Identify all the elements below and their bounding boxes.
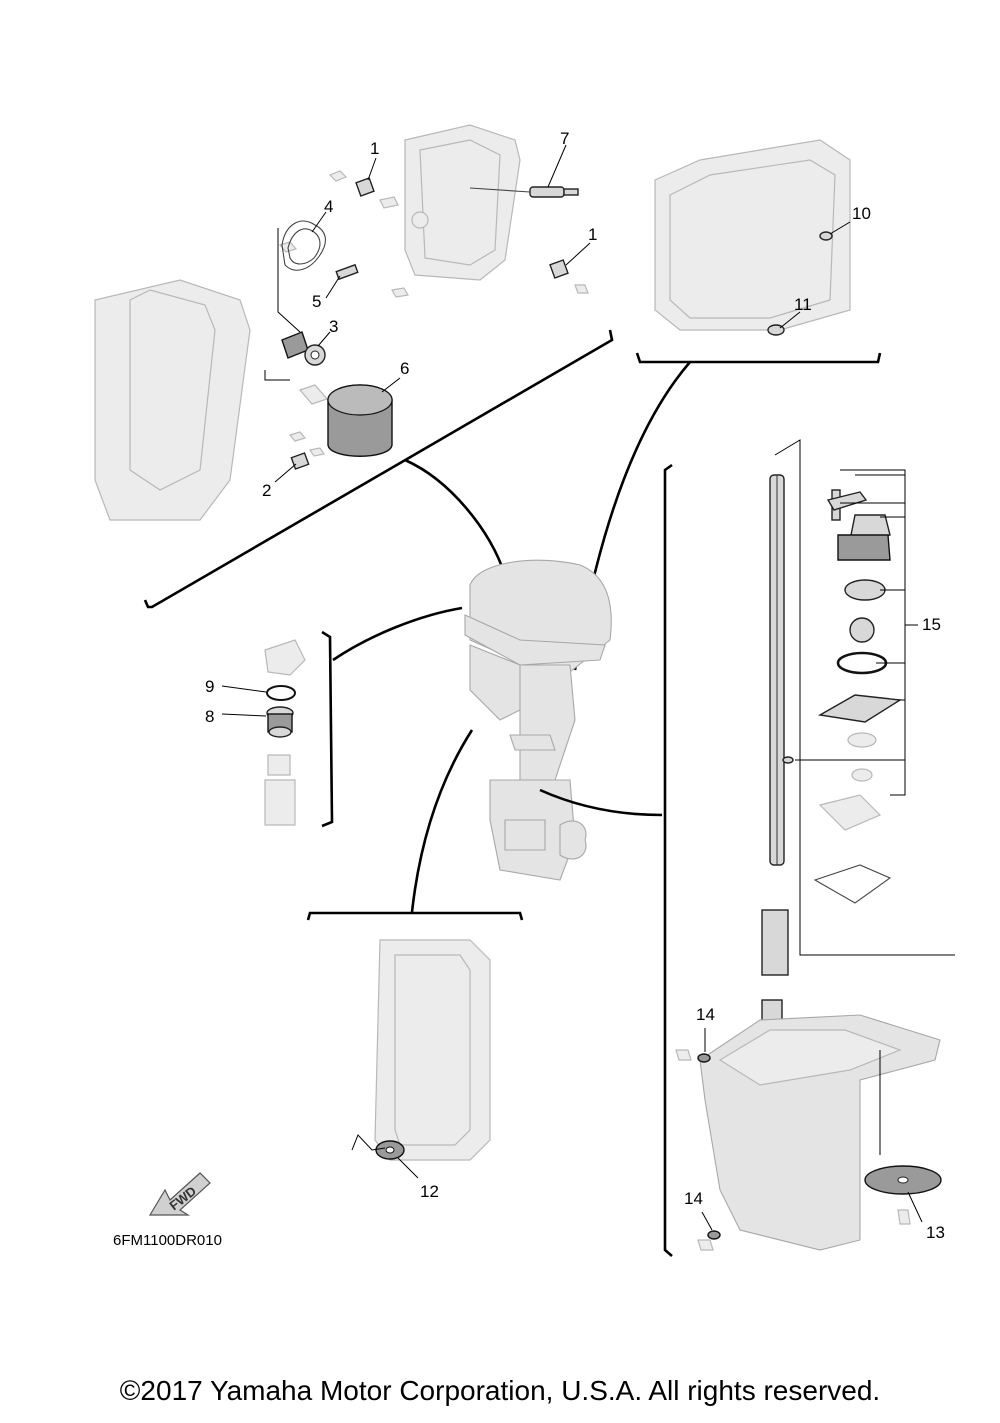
water-pump-parts[interactable]	[782, 489, 903, 904]
part-8-thermostat[interactable]	[266, 706, 294, 738]
drive-shaft[interactable]	[761, 474, 789, 1029]
callout-15: 15	[922, 615, 941, 634]
part-6-oil-filter[interactable]	[327, 384, 393, 457]
copyright-notice: ©2017 Yamaha Motor Corporation, U.S.A. A…	[119, 1375, 881, 1406]
callout-3: 3	[329, 317, 338, 336]
part-5-bolt[interactable]	[335, 263, 359, 281]
callout-5: 5	[312, 292, 321, 311]
callout-10: 10	[852, 204, 871, 223]
diagram-code: 6FM1100DR010	[113, 1232, 222, 1249]
part-7-spark-plug[interactable]	[469, 186, 579, 198]
callout-1-side: 1	[588, 225, 597, 244]
part-13-anode[interactable]	[864, 1165, 942, 1225]
part-3-thermo-housing[interactable]	[281, 331, 326, 366]
callout-14-top: 14	[696, 1005, 715, 1024]
callout-7: 7	[560, 129, 569, 148]
callout-11: 11	[794, 295, 812, 314]
part-2-drain-plug[interactable]	[290, 452, 310, 470]
part-1-side-plug[interactable]	[549, 259, 569, 279]
callout-8: 8	[205, 707, 214, 726]
crankcase-group	[654, 139, 851, 331]
part-10-o-ring[interactable]	[819, 231, 833, 241]
callout-6: 6	[400, 359, 409, 378]
callout-14-bottom: 14	[684, 1189, 703, 1208]
part-14-top-washer[interactable]	[675, 1049, 711, 1063]
part-14-bottom-washer[interactable]	[697, 1230, 721, 1251]
callout-9: 9	[205, 677, 214, 696]
callout-13: 13	[926, 1223, 945, 1242]
part-9-o-ring[interactable]	[266, 685, 296, 701]
outboard-motor-illustration	[464, 559, 612, 881]
part-12-grommet[interactable]	[375, 1140, 405, 1160]
thermostat-group	[264, 639, 306, 826]
part-1-top-plug[interactable]	[355, 177, 375, 197]
part-4-gasket[interactable]	[281, 220, 326, 271]
exhaust-guide-group	[374, 939, 491, 1161]
engine-block-group	[94, 124, 589, 521]
callout-1-top: 1	[370, 139, 379, 158]
callout-12: 12	[420, 1182, 439, 1201]
callout-4: 4	[324, 197, 333, 216]
fwd-arrow-icon: FWD	[148, 1172, 211, 1216]
callout-2: 2	[262, 481, 271, 500]
